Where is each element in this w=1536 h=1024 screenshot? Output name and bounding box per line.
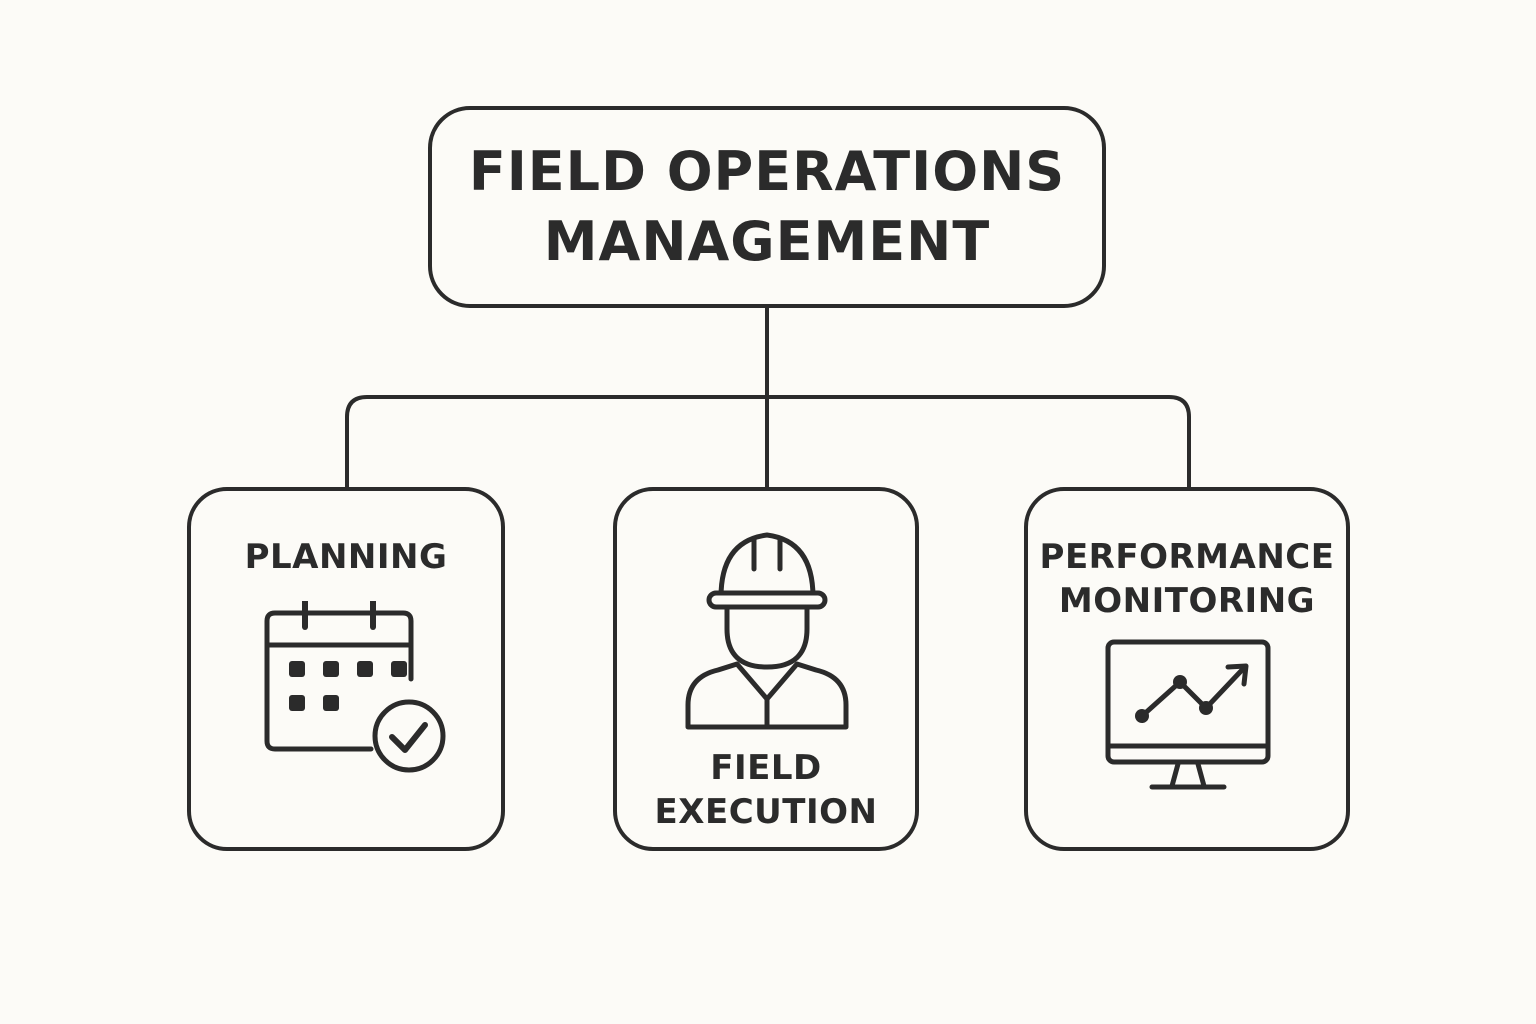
node-label-field-execution: FIELD EXECUTION: [654, 748, 878, 832]
node-field-execution: FIELD EXECUTION: [613, 487, 919, 851]
node-planning: PLANNING: [187, 487, 505, 851]
root-title: FIELD OPERATIONS MANAGEMENT: [468, 140, 1066, 273]
hard-hat-worker-icon: [685, 532, 849, 730]
root-node: FIELD OPERATIONS MANAGEMENT: [428, 106, 1106, 308]
calendar-check-icon: [264, 601, 446, 773]
node-performance-monitoring: PERFORMANCE MONITORING: [1024, 487, 1350, 851]
monitor-line-chart-icon: [1105, 639, 1271, 790]
node-label-planning: PLANNING: [244, 537, 448, 577]
node-label-performance-monitoring: PERFORMANCE MONITORING: [1039, 537, 1335, 621]
